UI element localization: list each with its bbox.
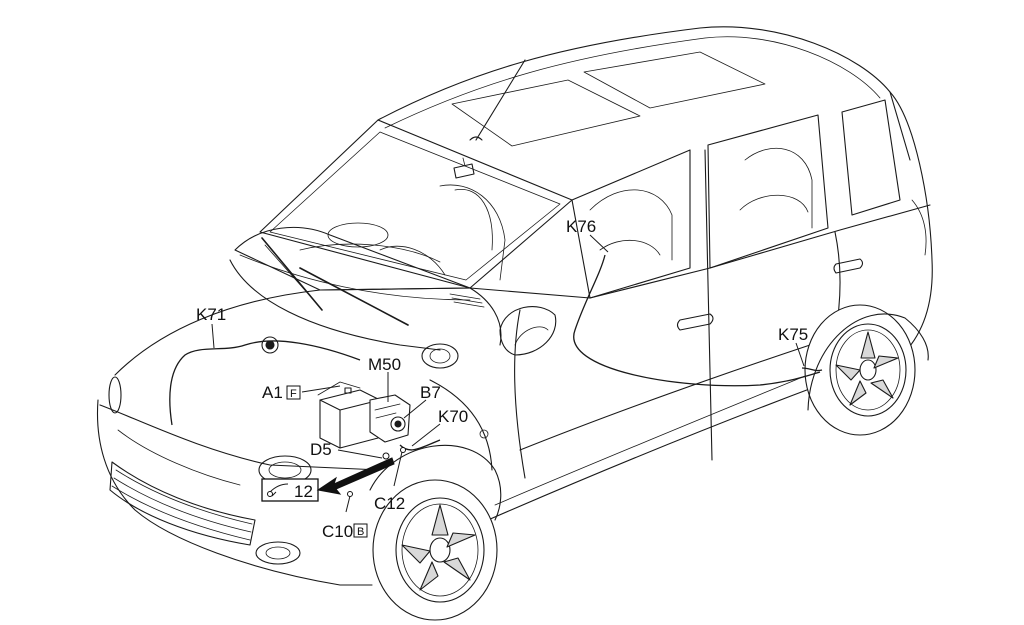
harness-k76 (573, 254, 821, 387)
c10-connector (347, 491, 353, 497)
harness-k71 (169, 340, 361, 426)
inset-12 (261, 457, 395, 502)
label-c10: C10 (322, 522, 353, 541)
label-a1-badge: F (290, 388, 297, 400)
windshield-inner (269, 131, 561, 281)
battery (319, 387, 381, 449)
hood (114, 287, 502, 376)
harness-k75 (801, 367, 823, 372)
leader-lines (211, 234, 805, 513)
label-c10-badge: B (357, 526, 364, 538)
right-wiper (299, 267, 409, 326)
label-k75: K75 (778, 325, 808, 344)
wiring-harness (169, 254, 823, 451)
rear-wheel-arch (807, 313, 929, 411)
antenna (475, 59, 526, 141)
label-c10-badge-box (353, 523, 368, 538)
label-d5: D5 (310, 440, 332, 459)
label-k71: K71 (196, 305, 226, 324)
front-wheel (372, 479, 498, 621)
label-b7: B7 (420, 383, 441, 402)
fog-lamp (255, 541, 301, 565)
side-rub-strip (519, 344, 811, 451)
callout-labels: K71 K76 K75 M50 A1 F B7 K70 D5 C12 C10 B… (196, 217, 808, 541)
front-door-rear-edge (704, 149, 713, 461)
cowl-panel (234, 226, 471, 291)
c12-connector (400, 447, 406, 453)
sill-line (487, 384, 821, 521)
abs-modulator-unit (369, 394, 411, 443)
antenna-base (469, 136, 483, 141)
rear-quarter-window (841, 99, 901, 216)
label-a1: A1 (262, 383, 283, 402)
sunroof-rear (583, 51, 766, 109)
bracket-a1 (317, 381, 361, 396)
steering-wheel (327, 222, 389, 248)
side-mirror (499, 306, 557, 356)
label-a1-badge-box (286, 385, 301, 400)
front-face-line (99, 404, 381, 471)
front-upper-fascia (229, 259, 441, 351)
front-door-handle (676, 313, 714, 331)
label-k70: K70 (438, 407, 468, 426)
inset-arrow (316, 457, 395, 495)
rear-wheel (804, 304, 916, 436)
rear-body (889, 91, 933, 353)
harness-k70 (399, 439, 441, 451)
left-side-marker (108, 376, 122, 414)
label-m50: M50 (368, 355, 401, 374)
label-k76: K76 (566, 217, 596, 236)
d5-connector (382, 452, 390, 460)
front-fender (429, 379, 493, 471)
car-body (96, 26, 933, 621)
front-door-front-edge (514, 309, 526, 479)
rear-side-window (707, 114, 829, 269)
rear-door-handle (833, 258, 864, 274)
hood-vent (449, 293, 485, 308)
lower-grille (109, 461, 256, 546)
upper-headlamp (421, 343, 459, 369)
roof-inner-line (384, 36, 881, 129)
sunroof-front (451, 79, 641, 147)
front-bumper (96, 399, 373, 586)
roof-outline (377, 26, 911, 161)
windshield (259, 119, 573, 289)
front-wheel-arch (369, 444, 502, 521)
belt-line (469, 204, 931, 299)
front-side-window (571, 149, 691, 299)
label-inset-12: 12 (294, 482, 313, 501)
label-c12: C12 (374, 494, 405, 513)
rear-view-mirror (453, 163, 475, 179)
